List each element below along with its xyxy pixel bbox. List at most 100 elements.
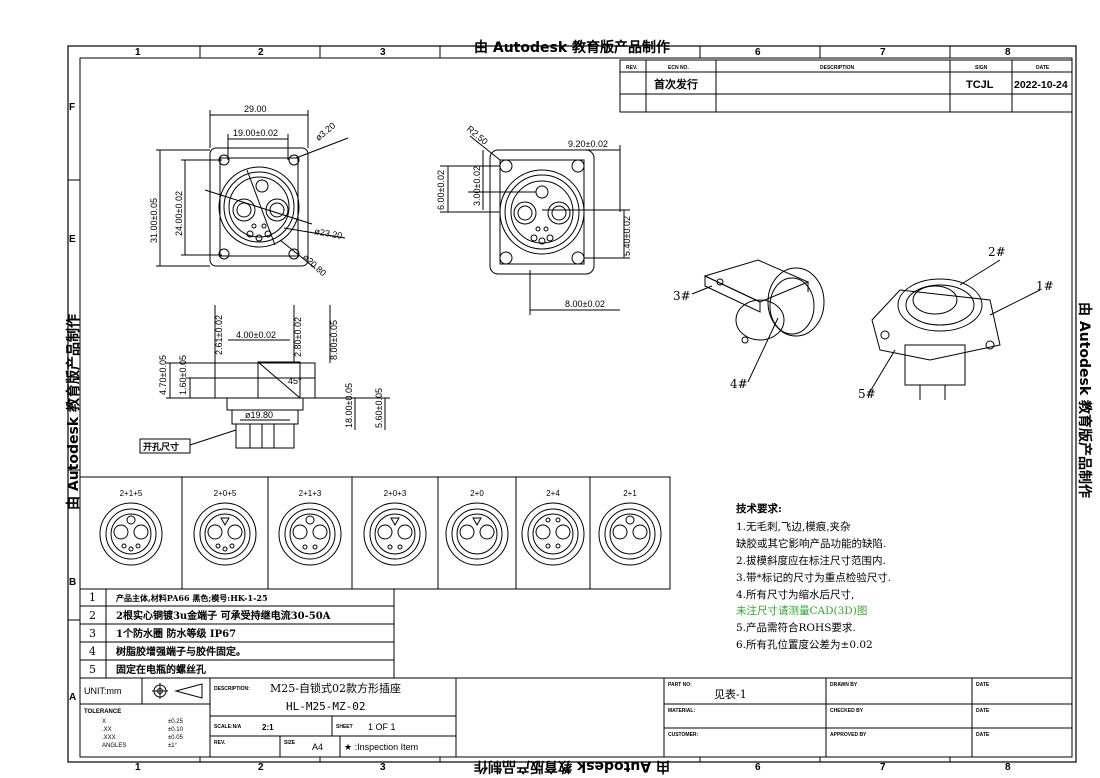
dim-19: 19.00±0.02 [233,128,278,138]
tb-desc-label: DESCRIPTION: [214,686,250,692]
variant-icon-1 [99,502,163,566]
notes-title: 技术要求: [736,502,782,515]
tb-customer: CUSTOMER: [668,732,699,738]
watermark-right: 由 Autodesk 教育版产品制作 [1076,302,1093,498]
variant-label-7: 2+1 [623,489,637,498]
bom-row-4-num: 4 [89,645,96,658]
revision-table: REV. ECN NO. DESCRIPTION SIGN DATE 首次发行 … [619,59,1073,113]
side-view-dims: 4.70±0.05 1.60±0.05 2.61±0.02 4.00±0.02 … [143,315,384,453]
label-2: 2# [988,245,1006,259]
tb-tol-ang: ANGLES [102,743,126,749]
tb-rev-label: REV. [214,740,226,746]
title-block-text: UNIT:mm TOLERANCE X ±0.25 .XX ±0.10 .XXX… [84,681,990,752]
variant-icon-2 [193,502,257,566]
notes-line-1: 1.无毛刺,飞边,模痕,夹杂 [736,520,851,533]
bom-row-3-num: 3 [89,627,96,640]
iso-labels: 1# 2# 3# 4# 5# [673,245,1054,401]
tb-approved: APPROVED BY [830,732,867,738]
zone-row-a: A [69,692,76,703]
dim-29: 29.00 [244,104,267,114]
tb-unit: UNIT:mm [84,686,122,696]
variant-icons [99,502,662,566]
label-1: 1# [1036,279,1054,293]
tb-date-2: DATE [976,708,990,714]
zone-ticks [68,46,951,762]
notes-line-5: 4.所有尺寸为缩水后尺寸, [736,588,854,601]
bom-rows: 1 产品主体,材料PA66 黑色;模号:HK-1-25 2 2根实心铜镀3u金端… [89,591,331,676]
dim-600: 6.00±0.02 [436,170,446,210]
tb-size: A4 [312,742,323,752]
bom-row-2-num: 2 [89,609,96,622]
bom-row-3-text: 1个防水圈 防水等级 IP67 [116,627,236,640]
zone-col-3: 3 [380,47,386,58]
variant-label-4: 2+0+3 [384,489,407,498]
notes-line-7: 6.所有孔位置度公差为±0.02 [736,638,873,651]
tb-desc: M25-自锁式02款方形插座 [270,681,401,695]
side-view [166,305,390,449]
zone-labels: 1 2 3 6 7 8 1 2 3 6 7 8 F E B A [69,47,1011,773]
variant-icon-3 [278,502,342,566]
dim-160: 1.60±0.05 [178,355,188,395]
title-block [79,677,1073,758]
notes-line-3: 2.拔模斜度应在标注尺寸范围内. [736,554,886,567]
bom-row-4-text: 树脂胶增强端子与胶件固定。 [116,645,246,658]
tb-drawn: DRAWN BY [830,682,858,688]
dim-470: 4.70±0.05 [158,355,168,395]
tb-tol-xx-val: ±0.10 [168,727,184,733]
dim-r250: R2.50 [465,124,490,147]
zone-col-7: 7 [880,47,886,58]
notes-line-6: 5.产品需符合ROHS要求. [736,621,856,634]
cutout-label: 开孔尺寸 [143,441,179,453]
dim-920: 9.20±0.02 [568,139,608,149]
zone-col-8: 8 [1005,47,1011,58]
zone-col-1-bottom: 1 [135,762,141,773]
notes-green: 未注尺寸请测量CAD(3D)图 [736,604,867,617]
tb-inspect: ★ :Inspection Item [344,742,418,752]
front-view-right-dims: R2.50 9.20±0.02 6.00±0.02 3.00±0.02 5.40… [436,124,632,309]
zone-col-8-bottom: 8 [1005,762,1011,773]
notes-line-4: 3.带*标记的尺寸为重点检验尺寸. [736,571,891,584]
zone-row-e: E [69,234,76,245]
tb-scale: 2:1 [262,723,274,732]
tb-date-1: DATE [976,682,990,688]
rev-ecn-value: 首次发行 [654,77,698,91]
zone-col-7-bottom: 7 [880,762,886,773]
variant-icon-4 [363,502,427,566]
watermark-left: 由 Autodesk 教育版产品制作 [65,314,82,510]
variant-label-3: 2+1+3 [299,489,322,498]
rev-header-sign: SIGN [975,65,988,71]
variant-label-6: 2+4 [546,489,560,498]
zone-row-b: B [69,577,76,588]
dim-24: 24.00±0.02 [174,191,184,236]
dim-560: 5.60±0.05 [374,388,384,428]
tb-part-code: HL-M25-MZ-02 [286,700,365,713]
notes-line-2: 缺胶或其它影响产品功能的缺陷. [736,537,886,550]
tb-sheet-label: SHEET [336,724,353,730]
label-4: 4# [730,377,748,391]
rev-date-value: 2022-10-24 [1014,79,1068,91]
bom-row-5-text: 固定在电瓶的螺丝孔 [116,663,206,676]
label-3: 3# [673,289,691,303]
tb-date-3: DATE [976,732,990,738]
outer-border [67,45,1077,763]
tb-tolerance: TOLERANCE [84,709,121,715]
dim-400: 4.00±0.02 [236,330,276,340]
dim-d2320: ø23.20 [314,226,343,241]
front-view-right [440,135,630,315]
rev-header-date: DATE [1036,65,1050,71]
tb-tol-ang-val: ±1° [168,743,178,749]
tb-size-label: SIZE [284,740,296,746]
zone-col-2: 2 [258,47,264,58]
tb-tol-xxx: .XXX [102,735,116,741]
tb-tol-x-val: ±0.25 [168,719,184,725]
variant-icon-7 [598,502,662,566]
bom-row-2-text: 2根实心铜镀3u金端子 可承受持继电流30-50A [116,609,331,622]
front-view-left [156,110,349,269]
watermark-top: 由 Autodesk 教育版产品制作 [474,39,670,56]
variant-label-2: 2+0+5 [214,489,237,498]
dim-1800: 18.00±0.05 [344,383,354,428]
tb-tol-xxx-val: ±0.05 [168,735,184,741]
zone-col-6: 6 [755,47,761,58]
dim-261: 2.61±0.02 [214,315,224,355]
